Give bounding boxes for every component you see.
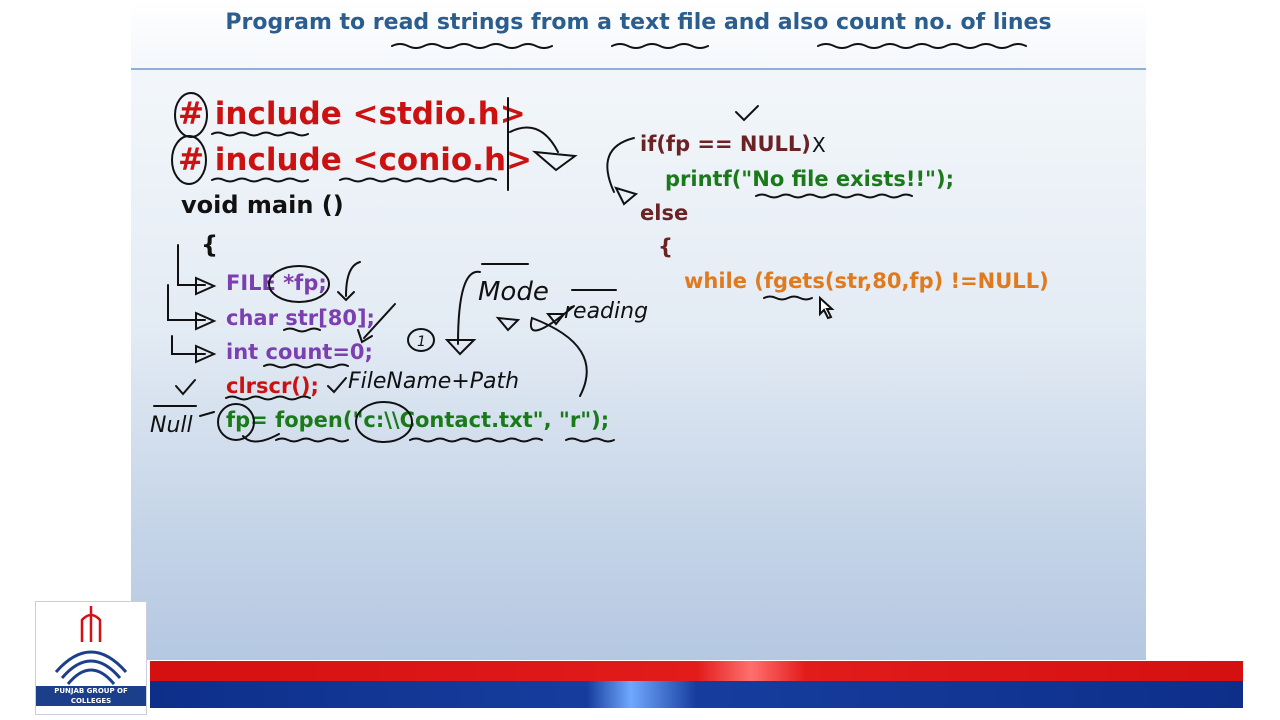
slide: Program to read strings from a text file… (131, 0, 1146, 660)
annotation-mode: Mode (478, 277, 549, 307)
annotation-reading: reading (564, 299, 648, 324)
annotation-null: Null (150, 413, 193, 438)
college-logo: PUNJAB GROUP OF COLLEGES (35, 601, 147, 715)
code-file-pointer: FILE *fp; (226, 271, 327, 295)
code-fopen: fp= fopen("c:\\Contact.txt", "r"); (226, 408, 610, 432)
code-else: else (640, 201, 689, 225)
code-printf: printf("No file exists!!"); (665, 167, 954, 191)
code-void-main: void main () (181, 191, 344, 219)
footer-red-band (150, 661, 1243, 681)
code-else-brace: { (658, 235, 673, 259)
annotation-cross: X (812, 133, 826, 157)
code-clrscr: clrscr(); (226, 374, 319, 398)
code-char-str: char str[80]; (226, 306, 375, 330)
annotation-filename-path: FileName+Path (348, 369, 519, 394)
annotation-one: 1 (417, 334, 426, 350)
footer-blue-band (150, 681, 1243, 708)
code-int-count: int count=0; (226, 340, 373, 364)
logo-emblem-icon (54, 606, 128, 685)
code-include-stdio: # include <stdio.h> (178, 96, 526, 132)
logo-text: PUNJAB GROUP OF COLLEGES (36, 686, 146, 706)
code-if-null: if(fp == NULL) (640, 132, 811, 156)
code-while-fgets: while (fgets(str,80,fp) !=NULL) (684, 269, 1049, 293)
title-bar: Program to read strings from a text file… (131, 0, 1146, 70)
code-open-brace: { (201, 231, 219, 259)
slide-title: Program to read strings from a text file… (225, 10, 1052, 35)
code-include-conio: # include <conio.h> (178, 142, 533, 178)
